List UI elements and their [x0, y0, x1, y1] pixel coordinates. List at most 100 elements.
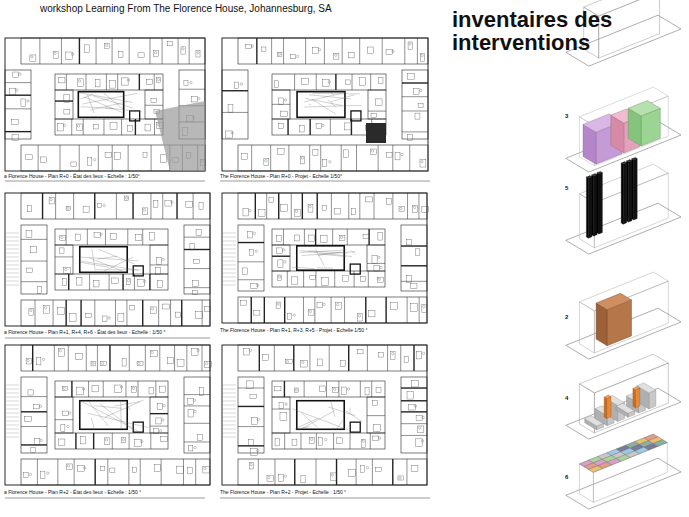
furniture [330, 473, 336, 480]
furniture [191, 348, 198, 355]
plan-line [184, 405, 210, 406]
furniture [309, 235, 315, 242]
plan-line [116, 193, 117, 219]
plan-line [154, 74, 155, 90]
furniture [284, 261, 286, 263]
furniture [162, 419, 164, 421]
furniture [334, 53, 339, 59]
plan-outline [222, 38, 428, 171]
plan-line [367, 345, 368, 371]
courtyard [78, 92, 123, 118]
axon-face [592, 174, 597, 177]
room-band [272, 229, 385, 245]
stair-hatch [6, 273, 19, 274]
furniture [154, 465, 160, 472]
furniture [58, 349, 64, 357]
furniture [13, 72, 19, 78]
furniture [278, 53, 280, 55]
furniture [76, 277, 82, 285]
plan-line [238, 261, 264, 262]
furniture [40, 439, 42, 441]
furniture [161, 436, 167, 441]
plan-line [5, 82, 31, 83]
room-band [222, 70, 248, 139]
furniture [136, 234, 142, 240]
furniture [26, 155, 33, 160]
axon-face [586, 176, 592, 179]
furniture [26, 231, 32, 238]
plan-line [174, 345, 175, 371]
furniture [61, 425, 65, 432]
plan-line [53, 300, 54, 326]
furniture [154, 52, 156, 54]
plan-line [94, 459, 95, 485]
plan-outline [5, 193, 210, 326]
furniture [30, 247, 36, 253]
furniture [419, 427, 421, 429]
plan-line [179, 89, 205, 90]
furniture [193, 281, 199, 287]
furniture [347, 388, 349, 390]
furniture [40, 157, 46, 163]
furniture [392, 352, 394, 354]
furniture [421, 160, 423, 162]
plan-line [61, 38, 62, 64]
furniture [336, 438, 342, 444]
furniture [407, 391, 413, 399]
axon-face [621, 162, 627, 165]
plan-detail [79, 93, 132, 103]
plan-detail [304, 105, 361, 107]
furniture [83, 467, 85, 469]
furniture [127, 79, 129, 81]
furniture [143, 209, 145, 211]
room-band [21, 459, 210, 485]
furniture [71, 162, 76, 167]
axon-face [628, 101, 660, 117]
furniture [420, 54, 425, 62]
furniture [292, 439, 297, 445]
furniture [68, 412, 70, 414]
plan-detail [90, 101, 128, 110]
furniture [24, 473, 29, 478]
room-band [150, 245, 168, 274]
furniture [160, 386, 166, 392]
axon-face [627, 160, 632, 163]
plan-line [126, 300, 127, 326]
furniture [416, 415, 422, 420]
furniture [301, 360, 308, 367]
furniture [358, 314, 363, 321]
plan-line [178, 38, 179, 64]
furniture [302, 361, 304, 363]
furniture [251, 45, 253, 47]
plan-line [331, 193, 332, 219]
plan-line [335, 74, 336, 90]
callout-number: 6 [565, 474, 568, 481]
plan-line [374, 193, 375, 219]
room-band [401, 377, 427, 453]
plan-line [406, 459, 407, 485]
plan-line [109, 274, 110, 290]
furniture [352, 208, 356, 215]
furniture [196, 229, 201, 235]
axon-face [594, 281, 668, 353]
plan-line [336, 459, 337, 485]
furniture [278, 275, 282, 280]
plan-line [401, 400, 427, 401]
furniture [88, 158, 92, 166]
furniture [380, 266, 382, 268]
axon-face [604, 397, 607, 419]
furniture [366, 197, 373, 202]
furniture [62, 386, 67, 390]
plan-line [401, 435, 427, 436]
furniture [279, 98, 284, 105]
furniture [77, 387, 84, 395]
plan-line [333, 433, 334, 449]
room-band [55, 381, 168, 397]
plan-line [93, 433, 94, 449]
furniture [27, 268, 33, 272]
furniture [282, 249, 284, 251]
furniture [151, 308, 153, 310]
furniture [39, 405, 41, 407]
plan-line [317, 193, 318, 219]
plan-detail [302, 252, 356, 256]
